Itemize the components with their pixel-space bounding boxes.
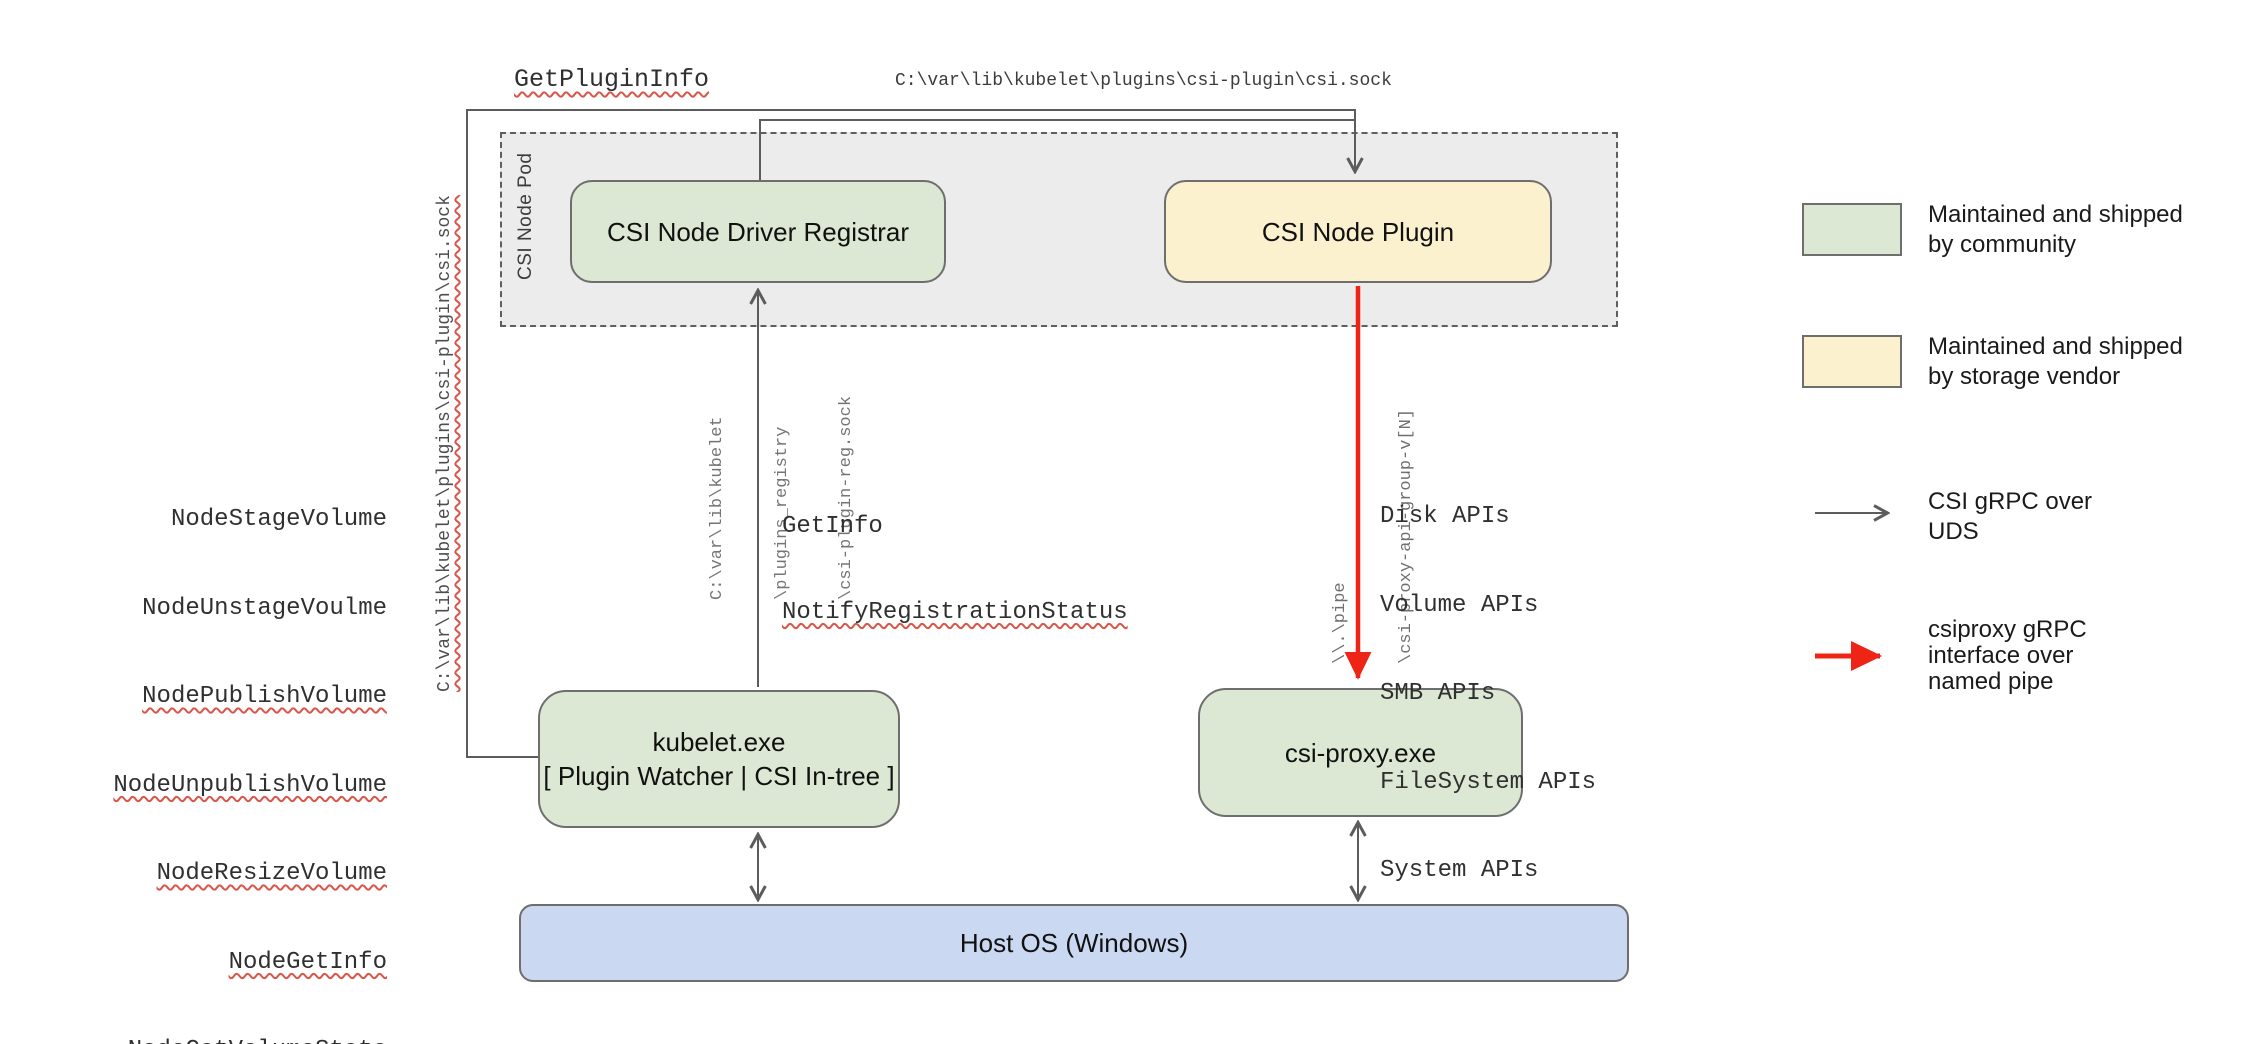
legend-uds-line1: CSI gRPC over bbox=[1928, 488, 2093, 515]
legend-uds-line2: UDS bbox=[1928, 518, 1979, 545]
notify-registration-status-label: NotifyRegistrationStatus bbox=[782, 598, 1128, 626]
uds-wire-registrar-to-plugin bbox=[759, 119, 1355, 180]
kubelet-label-line2: [ Plugin Watcher | CSI In-tree ] bbox=[543, 761, 895, 791]
legend-pipe-line2: interface over bbox=[1928, 642, 2074, 669]
csi-node-plugin-box: CSI Node Plugin bbox=[1164, 180, 1552, 283]
kubelet-box: kubelet.exe [ Plugin Watcher | CSI In-tr… bbox=[538, 690, 900, 828]
node-rpc-item: NodeUnstageVoulme bbox=[142, 594, 387, 622]
legend-vendor-line1: Maintained and shipped bbox=[1928, 333, 2183, 360]
legend-community-line1: Maintained and shipped bbox=[1928, 201, 2183, 228]
legend-vendor-label: Maintained and shipped by storage vendor bbox=[1928, 332, 2183, 392]
api-group-item: Volume APIs bbox=[1380, 591, 1539, 619]
registrar-label: CSI Node Driver Registrar bbox=[607, 216, 909, 247]
get-info-label: GetInfo bbox=[782, 513, 883, 540]
node-rpc-item: NodePublishVolume bbox=[142, 683, 387, 710]
proxy-label: csi-proxy.exe bbox=[1284, 737, 1437, 768]
api-group-item: Disk APIs bbox=[1380, 503, 1510, 530]
legend-community-swatch bbox=[1802, 203, 1902, 256]
host-os-label: Host OS (Windows) bbox=[959, 928, 1189, 958]
legend-vendor-swatch bbox=[1802, 335, 1902, 388]
api-group-list: Disk APIs Volume APIs SMB APIs FileSyste… bbox=[1380, 443, 1596, 945]
api-group-item: SMB APIs bbox=[1380, 680, 1496, 707]
csi-node-pod-label: CSI Node Pod bbox=[515, 152, 536, 280]
csi-node-driver-registrar-box: CSI Node Driver Registrar bbox=[570, 180, 946, 283]
api-group-item: System APIs bbox=[1380, 857, 1539, 884]
registration-calls-label: GetInfo NotifyRegistrationStatus bbox=[782, 456, 1128, 684]
pipe-path-line1: \\.\pipe bbox=[1331, 582, 1350, 664]
node-rpc-list: NodeStageVolume NodeUnstageVoulme NodePu… bbox=[60, 446, 387, 1044]
node-rpc-item: NodeGetVolumeStats bbox=[60, 1036, 387, 1044]
api-group-item: FileSystem APIs bbox=[1380, 768, 1597, 796]
left-socket-path-label: C:\var\lib\kubelet\plugins\csi-plugin\cs… bbox=[435, 195, 455, 692]
legend-vendor-line2: by storage vendor bbox=[1928, 363, 2121, 390]
host-os-box: Host OS (Windows) bbox=[519, 904, 1629, 982]
top-socket-path-label: C:\var\lib\kubelet\plugins\csi-plugin\cs… bbox=[895, 71, 1392, 91]
node-rpc-item: NodeResizeVolume bbox=[156, 860, 387, 887]
legend-pipe-label: csiproxy gRPC interface over named pipe bbox=[1928, 617, 2087, 695]
node-rpc-item: NodeUnpublishVolume bbox=[113, 771, 387, 799]
kubelet-label-line1: kubelet.exe bbox=[652, 727, 786, 757]
uds-wire-kubelet-getplugininfo bbox=[466, 109, 1355, 758]
legend-pipe-line1: csiproxy gRPC bbox=[1928, 616, 2087, 643]
node-rpc-item: NodeGetInfo bbox=[228, 948, 387, 976]
registry-path-line1: C:\var\lib\kubelet bbox=[708, 416, 727, 600]
plugin-label: CSI Node Plugin bbox=[1261, 216, 1455, 247]
csi-proxy-box: csi-proxy.exe bbox=[1198, 688, 1523, 817]
legend-community-label: Maintained and shipped by community bbox=[1928, 200, 2183, 260]
legend-pipe-line3: named pipe bbox=[1928, 668, 2054, 695]
node-rpc-item: NodeStageVolume bbox=[170, 506, 387, 533]
legend-community-line2: by community bbox=[1928, 231, 2077, 258]
legend-uds-label: CSI gRPC over UDS bbox=[1928, 487, 2092, 547]
get-plugin-info-label: GetPluginInfo bbox=[514, 65, 710, 94]
